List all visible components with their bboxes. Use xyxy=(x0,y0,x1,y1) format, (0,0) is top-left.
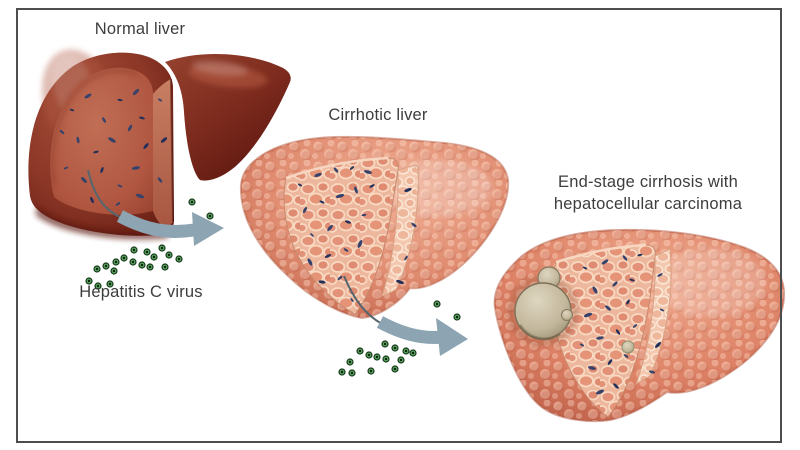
normal-liver-illustration xyxy=(28,49,291,240)
normal-liver-cut-surface xyxy=(50,67,153,215)
normal-liver-label: Normal liver xyxy=(94,20,186,38)
progression-arrow-cirrhotic-to-end-stage xyxy=(343,275,468,356)
end-stage-label-line2: hepatocellular carcinoma xyxy=(553,195,743,213)
portal-vessels-cirrhotic xyxy=(297,166,417,302)
arrowhead-icon xyxy=(436,318,468,356)
normal-liver-cut-plane-strip xyxy=(153,79,173,227)
cirrhotic-nodule-strip xyxy=(381,165,419,297)
portal-vessels-end-stage xyxy=(579,253,665,395)
end-stage-nodule-strip xyxy=(635,248,672,386)
portal-vessels-normal xyxy=(59,88,168,206)
cirrhotic-liver-label: Cirrhotic liver xyxy=(328,106,428,124)
normal-liver-bottom-rim xyxy=(36,206,168,240)
arrowhead-icon xyxy=(192,212,224,246)
end-stage-label-line1: End-stage cirrhosis with xyxy=(558,173,738,191)
hepatitis-c-virus-label: Hepatitis C virus xyxy=(79,283,203,301)
end-stage-label: End-stage cirrhosis with hepatocellular … xyxy=(538,171,758,215)
end-stage-liver-illustration xyxy=(493,228,786,423)
progression-arrow-normal-to-cirrhotic xyxy=(87,169,224,246)
cirrhotic-liver-illustration xyxy=(239,135,510,320)
hcc-tumor xyxy=(508,266,635,354)
